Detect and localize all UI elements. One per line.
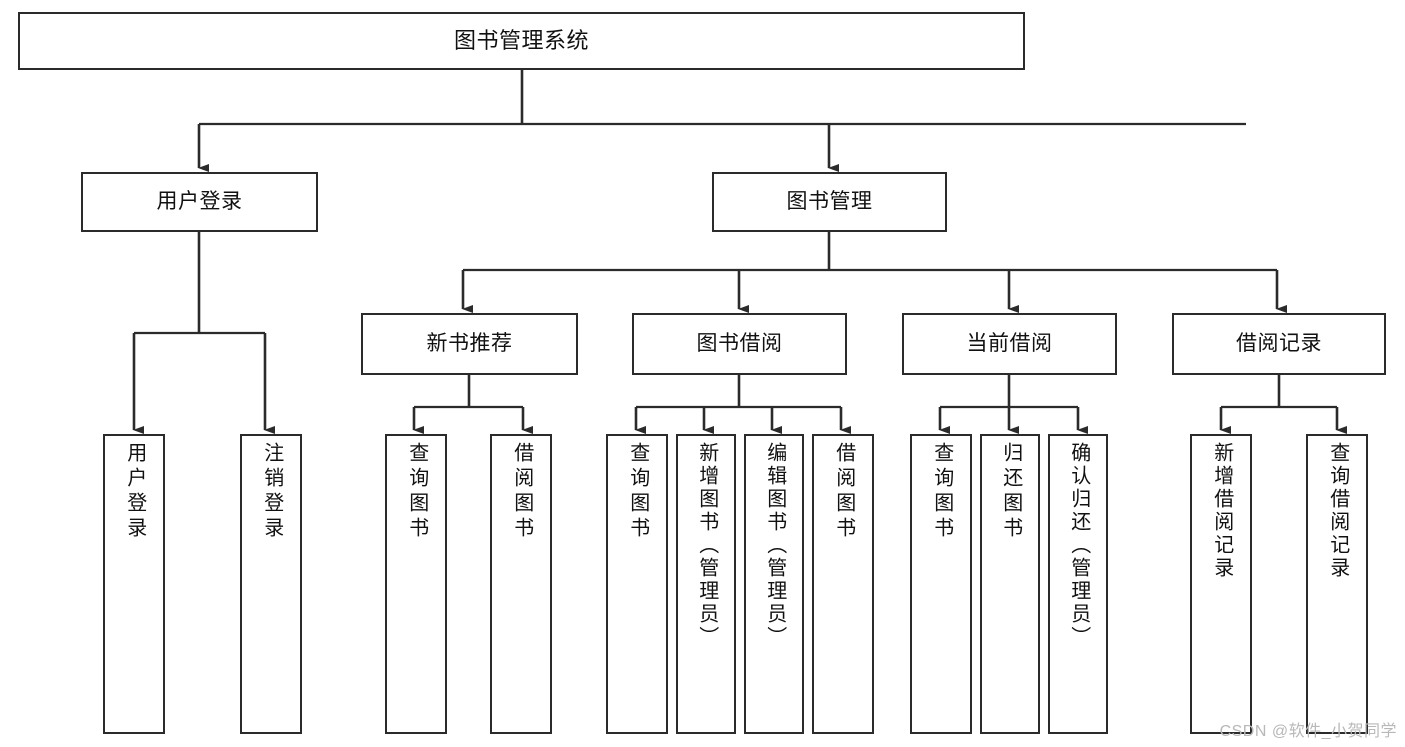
node-borrow-record-label: 借阅记录 <box>1236 331 1322 355</box>
node-user-login-label: 用户登录 <box>156 189 243 213</box>
node-book-management[interactable]: 图书管理 <box>712 172 947 232</box>
node-leaf-borrow-book-2[interactable]: 借阅图书 <box>812 434 874 734</box>
node-book-management-label: 图书管理 <box>786 189 873 213</box>
node-user-login[interactable]: 用户登录 <box>81 172 318 232</box>
node-leaf-logout-login[interactable]: 注销登录 <box>240 434 302 734</box>
node-leaf-query-book-3[interactable]: 查询图书 <box>910 434 972 734</box>
node-leaf-borrow-book-1-label: 借阅图书 <box>510 442 533 542</box>
node-leaf-return-book[interactable]: 归还图书 <box>980 434 1040 734</box>
node-leaf-user-login-label: 用户登录 <box>123 442 146 542</box>
node-leaf-return-book-label: 归还图书 <box>999 442 1022 542</box>
node-current-borrow[interactable]: 当前借阅 <box>902 313 1117 375</box>
node-root-system-label: 图书管理系统 <box>453 28 589 54</box>
connector-group-root <box>197 70 1246 173</box>
node-new-book-recommend-label: 新书推荐 <box>426 331 513 355</box>
node-leaf-query-book-2-label: 查询图书 <box>626 442 649 542</box>
node-leaf-edit-book-label: 编辑图书（管理员） <box>763 442 786 649</box>
node-book-borrow[interactable]: 图书借阅 <box>632 313 847 375</box>
node-leaf-query-book-2[interactable]: 查询图书 <box>606 434 668 734</box>
node-leaf-add-book-label: 新增图书（管理员） <box>695 442 718 649</box>
node-leaf-query-book-3-label: 查询图书 <box>930 442 953 542</box>
node-leaf-add-record[interactable]: 新增借阅记录 <box>1190 434 1252 734</box>
connector-group-book-management <box>461 232 1287 314</box>
node-leaf-add-record-label: 新增借阅记录 <box>1210 442 1233 580</box>
node-leaf-edit-book[interactable]: 编辑图书（管理员） <box>744 434 804 734</box>
node-current-borrow-label: 当前借阅 <box>966 331 1053 355</box>
node-leaf-logout-login-label: 注销登录 <box>260 442 283 542</box>
node-borrow-record[interactable]: 借阅记录 <box>1172 313 1386 375</box>
node-leaf-borrow-book-2-label: 借阅图书 <box>832 442 855 542</box>
connector-group-user-login <box>132 232 275 435</box>
connector-group-borrow-record <box>1219 375 1347 435</box>
connector-group-current-borrow <box>938 375 1088 435</box>
node-leaf-borrow-book-1[interactable]: 借阅图书 <box>490 434 552 734</box>
connector-group-book-borrow <box>634 375 851 435</box>
node-leaf-query-record-label: 查询借阅记录 <box>1326 442 1349 580</box>
node-leaf-query-record[interactable]: 查询借阅记录 <box>1306 434 1368 734</box>
node-leaf-user-login[interactable]: 用户登录 <box>103 434 165 734</box>
node-root-system[interactable]: 图书管理系统 <box>18 12 1025 70</box>
node-leaf-confirm-return[interactable]: 确认归还（管理员） <box>1048 434 1108 734</box>
node-new-book-recommend[interactable]: 新书推荐 <box>361 313 578 375</box>
node-leaf-confirm-return-label: 确认归还（管理员） <box>1067 442 1090 649</box>
node-leaf-add-book[interactable]: 新增图书（管理员） <box>676 434 736 734</box>
watermark-text: CSDN @软件_小贺同学 <box>1219 723 1397 740</box>
node-leaf-query-book-1-label: 查询图书 <box>405 442 428 542</box>
connector-group-new-book <box>412 375 533 435</box>
node-leaf-query-book-1[interactable]: 查询图书 <box>385 434 447 734</box>
node-book-borrow-label: 图书借阅 <box>696 331 783 355</box>
